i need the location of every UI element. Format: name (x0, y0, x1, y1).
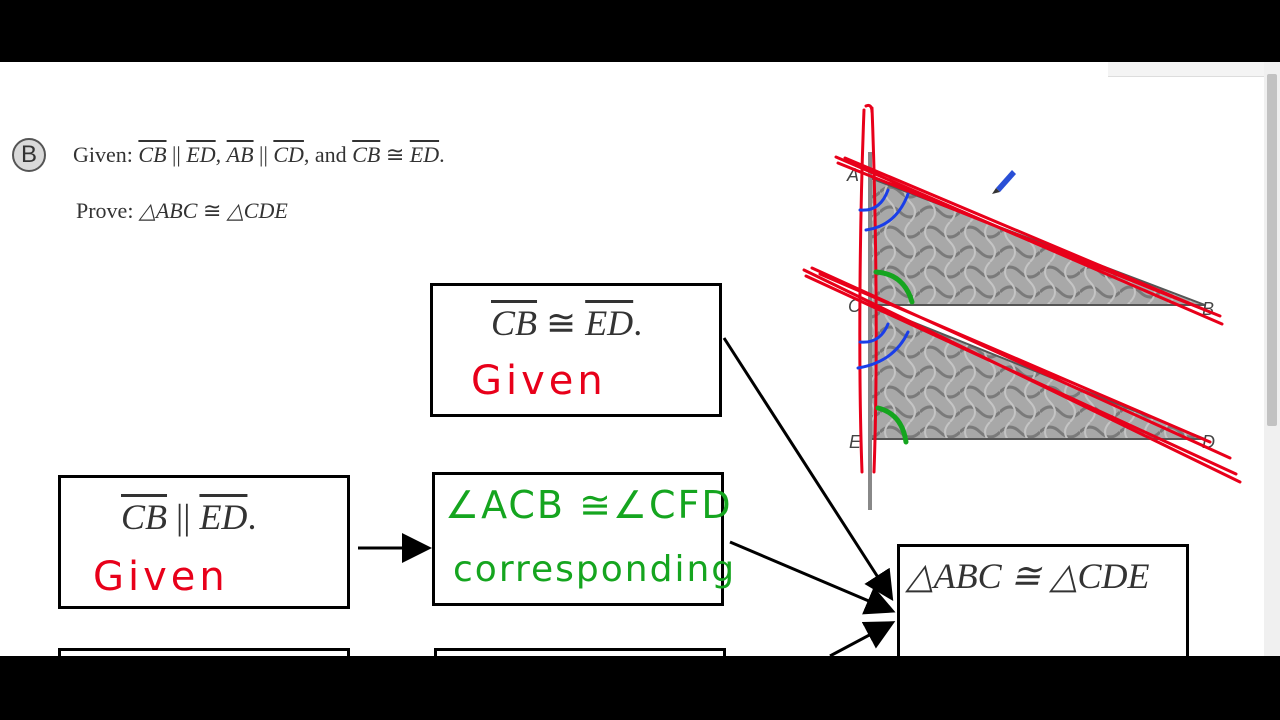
given-lead: Given: (73, 142, 139, 167)
triangle-abc: △ABC (138, 198, 198, 223)
parallel-symbol: || (166, 142, 187, 167)
box1-reason: Given (471, 358, 607, 404)
seg: ED (199, 497, 248, 537)
flow-box-cb-congruent-ed: CB ≅ ED. Given (430, 283, 722, 417)
flow-box-cb-parallel-ed: CB || ED. Given (58, 475, 350, 609)
flow-box-conclusion: △ABC ≅ △CDE (897, 544, 1189, 656)
flow-box-angles: ∠ACB ≅∠CFD corresponding (432, 472, 734, 606)
blue-angle-marks (856, 188, 910, 370)
separator: , and (303, 142, 353, 167)
triangle-cde: △CDE (226, 198, 288, 223)
congruent-symbol: ≅ (197, 198, 227, 223)
box2-reason: Given (93, 554, 229, 600)
toolbar-strip (1108, 62, 1280, 77)
period: . (439, 142, 445, 167)
given-seg: CD (273, 142, 304, 167)
box2-statement: CB || ED. (121, 496, 256, 538)
congruent-symbol: ≅ (537, 303, 586, 343)
worksheet-canvas[interactable]: B Given: CB || ED, AB || CD, and CB ≅ ED… (0, 62, 1280, 656)
box3-statement: ∠ACB ≅∠CFD (445, 483, 733, 527)
separator: , (215, 142, 227, 167)
problem-badge: B (12, 138, 46, 172)
given-seg: CB (138, 142, 167, 167)
box4-statement: △ABC ≅ △CDE (906, 556, 1150, 596)
arrow-box1-to-box4 (722, 337, 894, 602)
given-seg: ED (186, 142, 216, 167)
red-ink-strokes (802, 103, 1242, 484)
box1-statement: CB ≅ ED. (491, 302, 642, 344)
flow-box-partial-left (58, 648, 350, 656)
seg: CB (491, 303, 538, 343)
congruent-symbol: ≅ (380, 142, 410, 167)
letterbox-top (0, 0, 1280, 62)
given-seg: CB (352, 142, 381, 167)
given-seg: AB (226, 142, 254, 167)
vertical-scrollbar[interactable] (1264, 62, 1280, 656)
drawing-layer: A B C D E (358, 103, 1242, 656)
flow-box-partial-mid (434, 648, 726, 656)
box3-reason: corresponding (453, 549, 737, 590)
parallel-symbol: || (167, 497, 200, 537)
arrow-box3-to-box4 (729, 540, 896, 615)
prove-statement: Prove: △ABC ≅ △CDE (76, 198, 288, 224)
period: . (247, 497, 257, 537)
given-statement: Given: CB || ED, AB || CD, and CB ≅ ED. (73, 142, 445, 168)
given-seg: ED (409, 142, 440, 167)
green-angle-marks (873, 269, 915, 445)
arrow-partial-to-box4 (829, 621, 896, 656)
scrollbar-thumb[interactable] (1267, 74, 1277, 426)
prove-lead: Prove: (76, 198, 139, 223)
pen-cursor-icon (992, 170, 1016, 194)
seg: ED (585, 303, 634, 343)
letterbox-bottom (0, 656, 1280, 720)
parallel-symbol: || (253, 142, 274, 167)
period: . (633, 303, 643, 343)
seg: CB (121, 497, 168, 537)
vertex-label-e: E (849, 432, 862, 452)
